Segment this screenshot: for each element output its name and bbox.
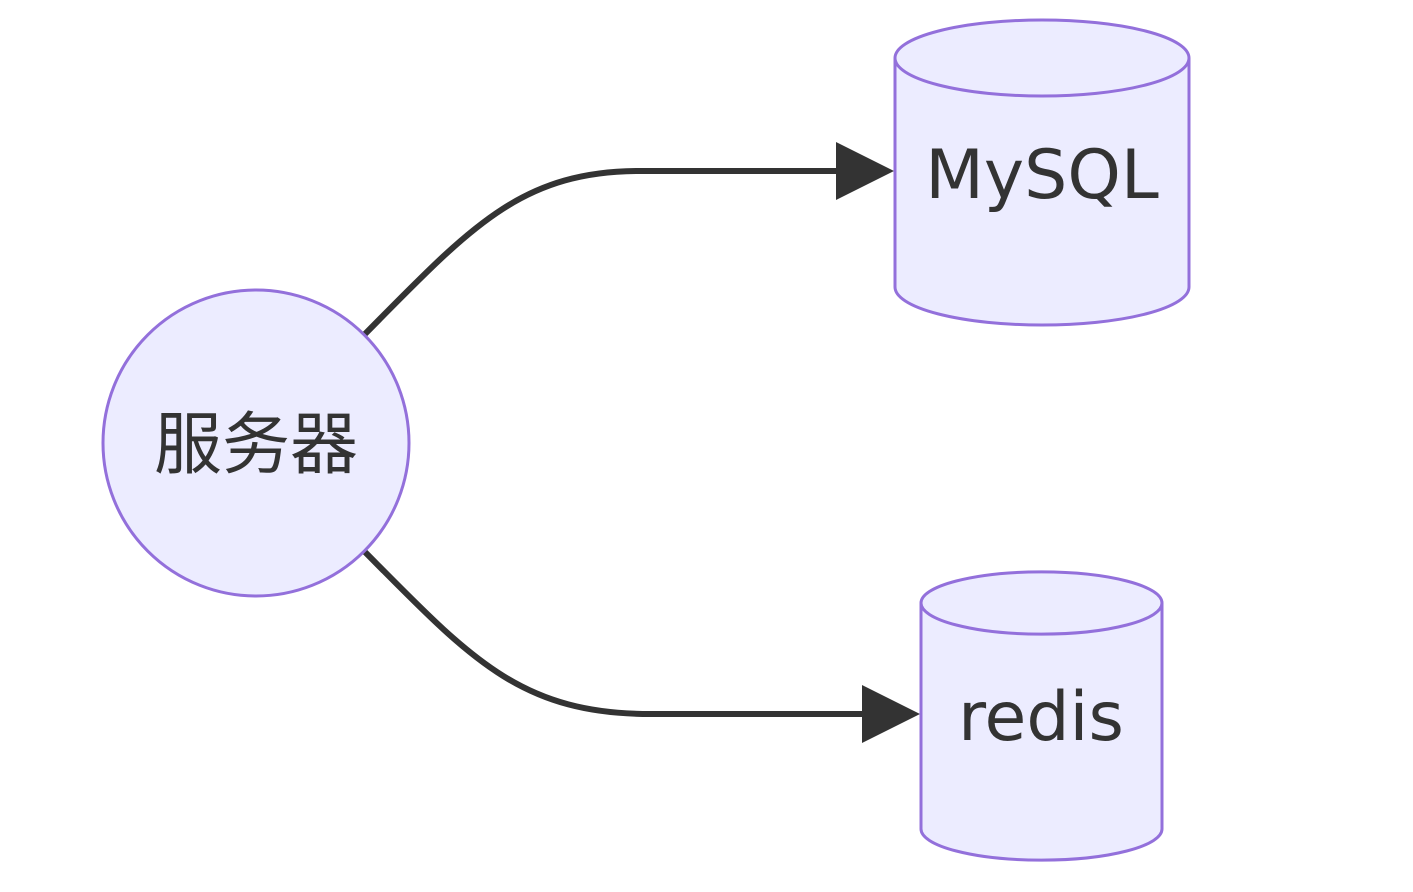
node-server-shape [101,288,411,598]
node-mysql-shape [893,18,1191,327]
node-server-label: 服务器 [154,406,358,485]
node-redis[interactable]: redis [919,570,1164,862]
node-redis-shape [919,570,1164,862]
node-redis-label: redis [958,678,1124,757]
node-server[interactable]: 服务器 [101,288,411,598]
edge-line [362,549,868,717]
edge-server-to-redis [362,549,920,743]
node-mysql[interactable]: MySQL [893,18,1191,327]
edge-line [362,168,842,337]
arrowhead-icon [836,142,894,200]
node-mysql-label: MySQL [925,136,1159,215]
arrowhead-icon [862,685,920,743]
edge-server-to-mysql [362,142,894,337]
